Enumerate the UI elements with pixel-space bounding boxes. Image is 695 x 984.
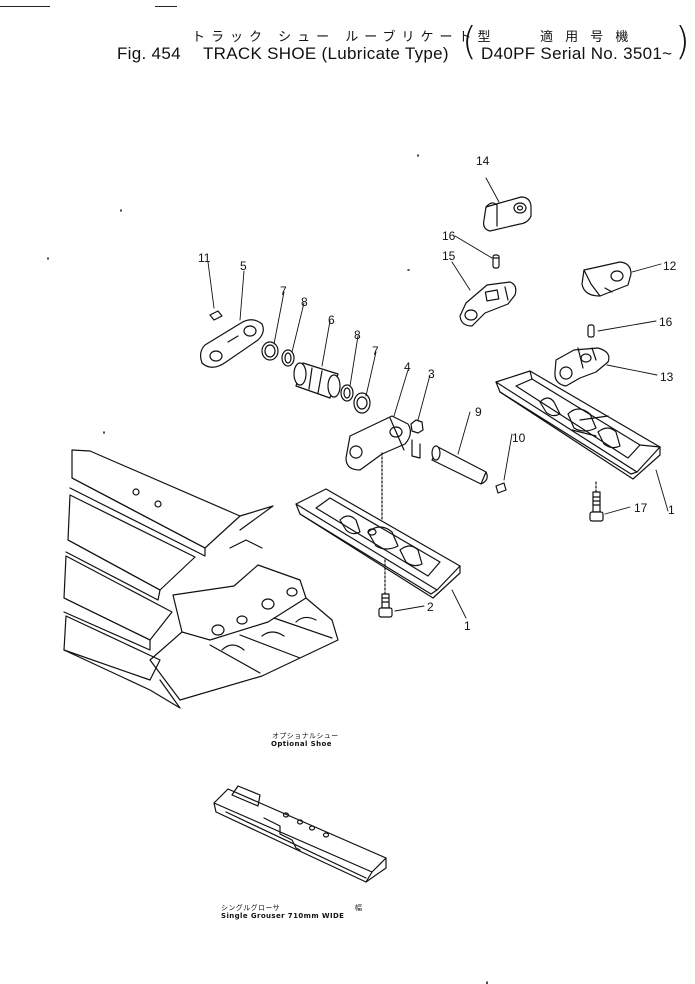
part-9-pin	[431, 445, 488, 485]
part-11-plug	[209, 310, 223, 321]
part-15-link	[459, 281, 517, 327]
callout-1-right: 1	[668, 503, 675, 517]
callout-7-right: 7	[372, 344, 379, 358]
callout-12: 12	[663, 259, 677, 273]
callout-16-upper: 16	[442, 229, 456, 243]
paren-right: )	[675, 19, 690, 63]
callout-14: 14	[476, 154, 490, 168]
part-7-seal-right	[353, 392, 371, 414]
callout-8-right: 8	[354, 328, 361, 342]
part-8-spacer-right	[340, 384, 354, 402]
callout-3: 3	[428, 367, 435, 381]
callout-6: 6	[328, 313, 335, 327]
model-japanese: 適 用 号 機	[540, 30, 633, 45]
part-16-dowel-upper	[492, 254, 500, 269]
callout-17: 17	[634, 501, 648, 515]
part-7-seal-left	[261, 341, 279, 361]
callout-10: 10	[512, 431, 526, 445]
part-17-bolt	[589, 481, 604, 522]
part-4-link	[345, 415, 421, 521]
assembled-track-optional-shoe	[63, 449, 339, 709]
part-13-master-link	[554, 347, 610, 387]
part-16-dowel-right	[587, 324, 595, 338]
part-14-link-end	[483, 196, 532, 232]
callout-2: 2	[427, 600, 434, 614]
optional-shoe-caption-jp: オプショナルシュー	[272, 732, 339, 740]
callout-16-right: 16	[659, 315, 673, 329]
part-10-plug	[495, 482, 507, 494]
part-8-spacer-left	[281, 349, 295, 367]
applicable-model: D40PF Serial No. 3501~	[481, 44, 673, 63]
single-grouser-caption-jp-right: 幅	[355, 904, 363, 912]
single-grouser-shoe	[213, 785, 387, 883]
callout-15: 15	[442, 249, 456, 263]
part-1-track-shoe-right	[495, 370, 661, 480]
title-japanese: トラック シュー ルーブリケート型	[192, 30, 497, 45]
callout-11: 11	[198, 251, 211, 265]
header-rule-left	[0, 6, 50, 7]
callout-5: 5	[240, 259, 247, 273]
figure-title: TRACK SHOE (Lubricate Type)	[203, 44, 449, 63]
part-1-track-shoe-left	[295, 488, 461, 599]
header-rule-right	[155, 6, 177, 7]
callout-13: 13	[660, 370, 674, 384]
callout-7-left: 7	[280, 284, 287, 298]
part-5-link	[199, 319, 264, 368]
callout-4: 4	[404, 360, 411, 374]
part-12-master-link-end	[581, 261, 632, 297]
paren-left: (	[462, 19, 477, 63]
part-6-bushing	[293, 362, 341, 399]
leader-lines	[207, 177, 669, 619]
single-grouser-caption-jp: シングルグローサ	[221, 904, 281, 912]
callout-9: 9	[475, 405, 482, 419]
optional-shoe-caption-en: Optional Shoe	[271, 740, 332, 748]
callout-8-left: 8	[301, 295, 308, 309]
single-grouser-caption-en: Single Grouser 710mm WIDE	[221, 912, 345, 920]
part-2-bolt	[378, 559, 393, 618]
figure-number: Fig. 454	[117, 44, 181, 63]
callout-1-left: 1	[464, 619, 471, 633]
part-3-nut	[410, 419, 424, 434]
